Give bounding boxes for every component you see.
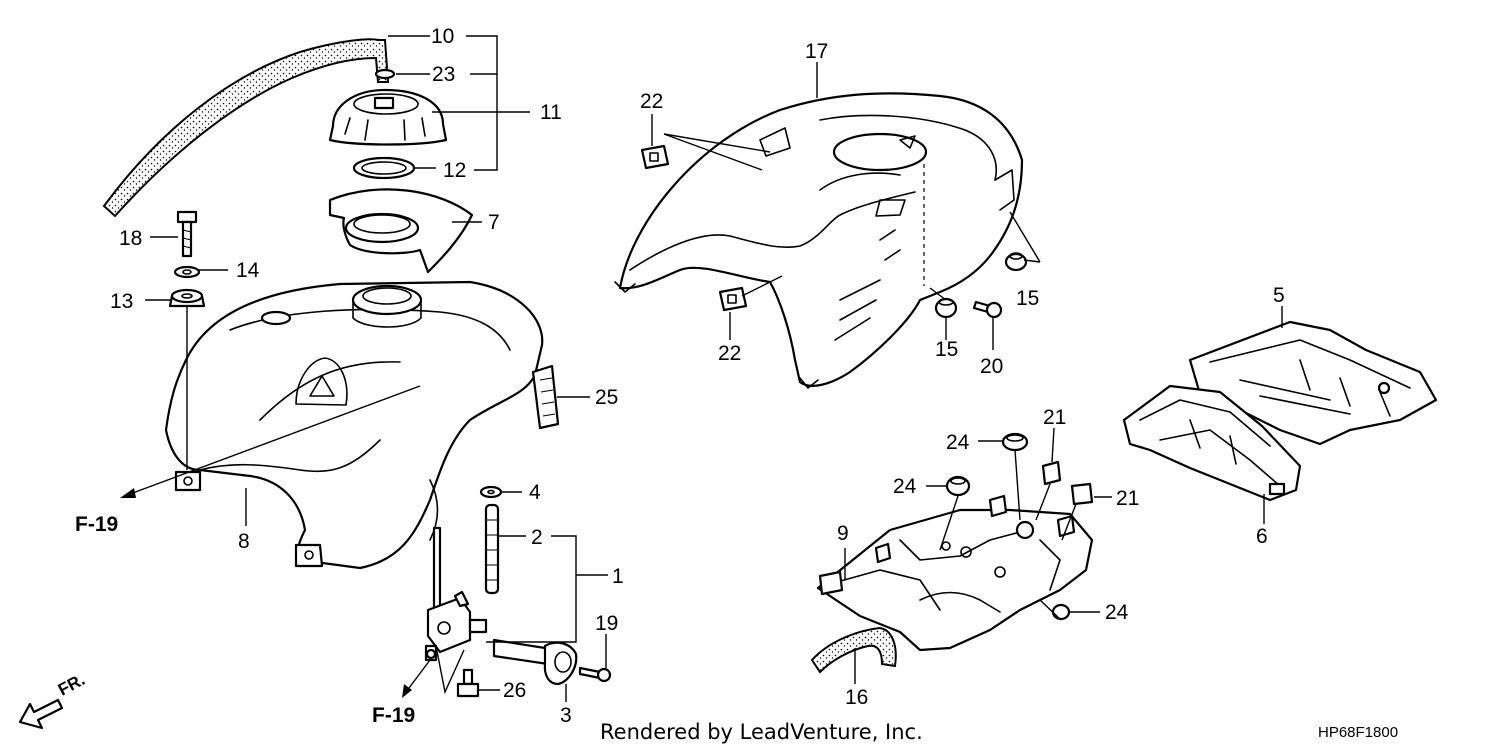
label-1: 1 <box>612 565 624 588</box>
diagram-code: HP68F1800 <box>1318 724 1398 741</box>
label-8: 8 <box>238 530 250 553</box>
label-10: 10 <box>431 25 454 48</box>
drain-tube <box>810 626 897 674</box>
label-24-right: 24 <box>1105 601 1129 624</box>
washer <box>173 265 201 279</box>
part-labels: 10 23 11 12 7 18 14 13 25 4 8 2 1 19 26 … <box>110 25 1285 727</box>
label-16: 16 <box>845 686 868 709</box>
label-18: 18 <box>119 227 142 250</box>
grommet-24-mid <box>945 475 971 497</box>
grommet-24-top <box>1001 432 1029 452</box>
washer-4 <box>479 485 503 499</box>
cap-cover <box>328 188 474 274</box>
label-15-right: 15 <box>1016 287 1039 310</box>
fuel-tank <box>164 280 544 570</box>
grommet-15-left <box>934 297 958 319</box>
label-22-bottom: 22 <box>718 342 741 365</box>
label-21-top: 21 <box>1043 406 1066 429</box>
label-25: 25 <box>595 386 618 409</box>
label-24-top: 24 <box>946 431 970 454</box>
bolt-26 <box>456 668 480 698</box>
center-cover <box>614 92 1024 389</box>
label-6: 6 <box>1256 525 1268 548</box>
label-11: 11 <box>540 101 562 124</box>
label-26: 26 <box>503 679 526 702</box>
label-4: 4 <box>529 481 541 504</box>
label-15-left: 15 <box>935 338 958 361</box>
tank-rubber-strip <box>531 364 560 430</box>
grommet-15-right <box>1004 252 1028 272</box>
label-23: 23 <box>432 63 455 86</box>
label-12: 12 <box>443 159 466 182</box>
label-5: 5 <box>1273 284 1285 307</box>
clip-22-top <box>640 144 670 170</box>
ref-f19-bottom: F-19 <box>372 704 415 727</box>
label-17: 17 <box>805 40 828 63</box>
label-22-top: 22 <box>640 90 663 113</box>
grommet-24-right <box>1051 603 1071 621</box>
fuel-strainer <box>484 503 500 595</box>
clip-22-bottom <box>718 286 748 312</box>
cap-gasket <box>352 156 416 180</box>
front-direction-arrow: FR. <box>18 670 88 730</box>
label-14: 14 <box>236 259 260 282</box>
label-19: 19 <box>595 612 618 635</box>
label-20: 20 <box>980 355 1003 378</box>
rubber-cushion <box>168 288 206 308</box>
screw-20 <box>972 300 1003 319</box>
inner-tray <box>816 494 1094 652</box>
label-2: 2 <box>531 526 543 549</box>
fuel-outlet-joint <box>492 638 578 686</box>
fuel-cap <box>328 88 448 146</box>
screw-19 <box>578 666 612 683</box>
clip-21-lower <box>1070 482 1094 506</box>
label-24-mid: 24 <box>893 475 917 498</box>
label-7: 7 <box>488 211 500 234</box>
render-credit: Rendered by LeadVenture, Inc. <box>600 720 923 744</box>
hose-clip <box>374 68 396 80</box>
front-label: FR. <box>55 670 88 700</box>
label-13: 13 <box>110 290 133 313</box>
label-9: 9 <box>837 522 849 545</box>
label-21-right: 21 <box>1116 487 1139 510</box>
ref-f19-left: F-19 <box>75 513 118 536</box>
skid-plate-bottom <box>1122 384 1302 502</box>
clip-21-upper <box>1041 460 1062 486</box>
label-3: 3 <box>560 704 572 727</box>
fuel-valve <box>424 526 488 662</box>
fuel-breather-hose <box>102 38 390 218</box>
leader-lines <box>120 35 1283 702</box>
flange-bolt <box>176 210 198 258</box>
